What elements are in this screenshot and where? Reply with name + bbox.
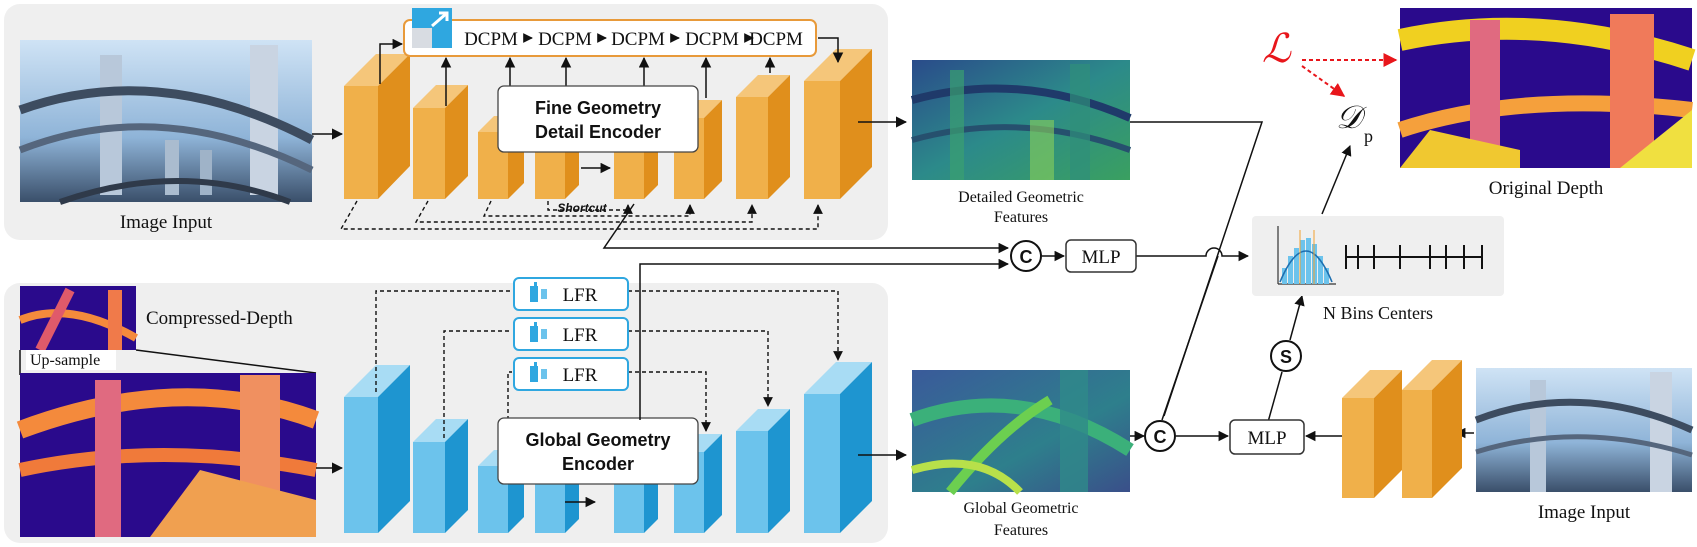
image-input-top-label: Image Input <box>120 212 213 233</box>
global-encoder-label-line2: Encoder <box>562 454 634 474</box>
detailed-features-map <box>910 60 1132 180</box>
connector-lines <box>602 121 1474 442</box>
global-encoder-label-box <box>497 417 699 485</box>
dcpm-module-4: DCPM <box>685 29 739 50</box>
bins-histogram-icon <box>1277 226 1336 285</box>
global-block-8 <box>804 362 872 533</box>
dcpm-icon <box>412 8 452 48</box>
upsample-label: Up-sample <box>30 352 100 369</box>
upsampled-depth-picture <box>16 373 320 537</box>
dcpm-module-3: DCPM <box>611 29 665 50</box>
global-features-label-line1: Global Geometric <box>963 500 1078 517</box>
image-input-top-picture <box>18 40 315 205</box>
predicted-depth-subscript: p <box>1364 126 1373 146</box>
mlp-bottom-label: MLP <box>1247 428 1286 449</box>
global-encoder-label-line1: Global Geometry <box>525 430 670 450</box>
right-block-1 <box>1342 370 1402 498</box>
loss-symbol: ℒ <box>1262 26 1292 71</box>
concat-node-top-label: C <box>1020 247 1033 267</box>
mlp-bottom-box <box>1229 419 1305 455</box>
concat-node-top: C <box>1010 240 1042 272</box>
global-block-7 <box>736 409 790 533</box>
original-depth-picture <box>1397 8 1696 168</box>
dcpm-module-5: DCPM <box>749 29 803 50</box>
compressed-depth-label: Compressed-Depth <box>146 308 293 329</box>
lfr-block-1: LFR <box>513 277 629 311</box>
predicted-depth-symbol: 𝒟 <box>1336 99 1367 135</box>
mlp-top-label: MLP <box>1081 247 1120 268</box>
fine-block-8 <box>804 49 872 199</box>
global-block-2 <box>413 419 468 533</box>
global-features-map <box>909 370 1134 496</box>
lfr-block-3: LFR <box>513 357 629 391</box>
detailed-features-label-line1: Detailed Geometric <box>958 189 1084 206</box>
detailed-features-label-line2: Features <box>994 209 1048 226</box>
split-node: S <box>1270 340 1302 372</box>
concat-node-bottom-label: C <box>1154 427 1167 447</box>
fine-encoder-label-box <box>497 85 699 153</box>
shortcut-label: Shortcut <box>557 201 607 215</box>
concat-node-bottom: C <box>1144 420 1176 452</box>
image-input-right-label: Image Input <box>1538 502 1631 523</box>
fine-block-7 <box>736 75 790 199</box>
dcpm-module-2: DCPM <box>538 29 592 50</box>
loss-arrows <box>1301 53 1398 97</box>
mlp-top-box <box>1065 239 1137 273</box>
fine-encoder-label-line2: Detail Encoder <box>535 122 661 142</box>
dcpm-module-1: DCPM <box>464 29 518 50</box>
global-features-label-line2: Features <box>994 522 1048 539</box>
fine-encoder-label-line1: Fine Geometry <box>535 98 661 118</box>
bins-centers-axis <box>1345 245 1483 269</box>
lfr-label-2: LFR <box>563 325 598 346</box>
fine-block-1 <box>344 54 410 199</box>
right-encoder-blocks <box>1342 360 1462 498</box>
dcpm-modules: DCPM DCPM DCPM DCPM DCPM <box>464 29 803 50</box>
lfr-block-2: LFR <box>513 317 629 351</box>
split-node-label: S <box>1280 347 1292 367</box>
upsample-label-bg <box>26 350 116 370</box>
n-bins-centers-label: N Bins Centers <box>1323 303 1433 323</box>
lfr-label-3: LFR <box>563 365 598 386</box>
upsample-right-edge <box>135 349 317 374</box>
original-depth-label: Original Depth <box>1489 178 1604 199</box>
fine-block-2 <box>413 85 468 199</box>
right-block-2 <box>1402 360 1462 498</box>
compressed-depth-picture <box>18 286 138 353</box>
lfr-connections <box>375 290 843 462</box>
global-block-1 <box>344 365 410 533</box>
fine-shortcut-connections <box>339 200 823 230</box>
dcpm-chain-box <box>403 19 817 57</box>
image-input-right-picture <box>1474 368 1694 492</box>
lfr-label-1: LFR <box>563 285 598 306</box>
